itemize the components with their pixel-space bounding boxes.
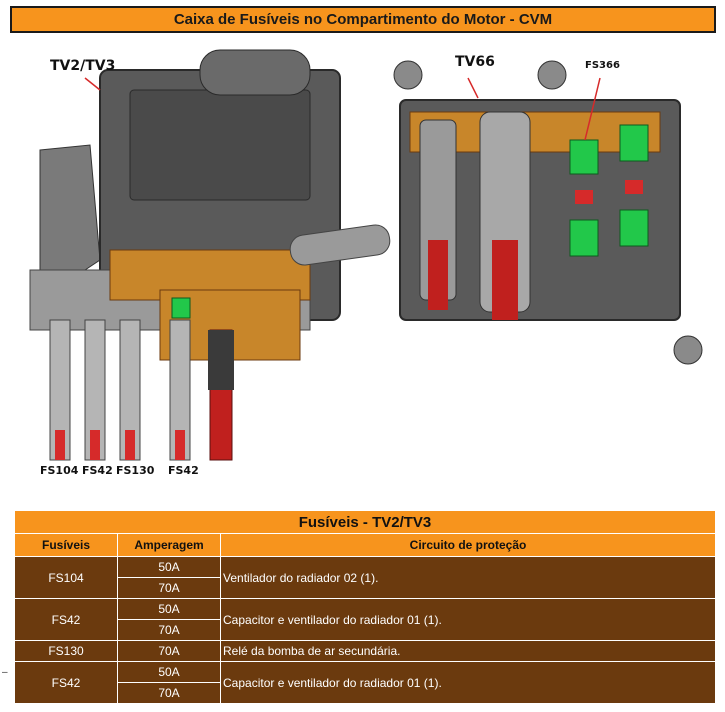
page-title: Caixa de Fusíveis no Compartimento do Mo… (173, 11, 553, 28)
fuse-box-illustration (29, 49, 703, 461)
table-row: 70A (15, 682, 716, 704)
fuse-label-fs130: FS130 (116, 464, 155, 477)
fuse-label-fs42-2: FS42 (168, 464, 199, 477)
cell-fuse: FS42 (14, 598, 118, 641)
cell-circuit: Relé da bomba de ar secundária. (220, 640, 716, 662)
cell-amps: 70A (117, 640, 221, 662)
fuse-label-fs104: FS104 (40, 464, 79, 477)
cell-circuit: Capacitor e ventilador do radiador 01 (1… (220, 598, 716, 641)
cell-circuit: Capacitor e ventilador do radiador 01 (1… (220, 661, 716, 704)
bottom-fuses (49, 319, 191, 461)
cell-fuse: FS104 (14, 556, 118, 599)
table-row: FS42 50A Capacitor e ventilador do radia… (14, 598, 716, 641)
left-margin-dash: – (2, 667, 8, 678)
table-caption: Fusíveis - TV2/TV3 (14, 510, 716, 534)
right-box-label: TV66 (455, 54, 495, 70)
cell-amps: 50A (117, 598, 221, 620)
header-circuit: Circuito de proteção (220, 533, 716, 557)
fuse-table: Fusíveis - TV2/TV3 Fusíveis Amperagem Ci… (14, 510, 716, 704)
table-row: FS42 50A Capacitor e ventilador do radia… (14, 661, 716, 704)
header-fuses: Fusíveis (14, 533, 118, 557)
table-row: FS130 70A Relé da bomba de ar secundária… (14, 640, 716, 662)
fuse-box-diagram: TV2/TV3 TV66 FS366 FS104 FS42 FS130 FS42 (0, 40, 725, 490)
page-title-bar: Caixa de Fusíveis no Compartimento do Mo… (10, 6, 716, 33)
cell-circuit: Ventilador do radiador 02 (1). (220, 556, 716, 599)
cell-amps: 50A (117, 556, 221, 578)
left-box-label: TV2/TV3 (50, 58, 116, 74)
left-fuse-box (29, 49, 391, 461)
cell-amps: 70A (117, 577, 221, 599)
cell-amps: 70A (117, 682, 221, 704)
cell-fuse: FS130 (14, 640, 118, 662)
header-amperage: Amperagem (117, 533, 221, 557)
cell-fuse: FS42 (14, 661, 118, 704)
cell-amps: 70A (117, 619, 221, 641)
table-row: 70A (15, 619, 716, 641)
cell-amps: 50A (117, 661, 221, 683)
table-row: FS104 50A Ventilador do radiador 02 (1). (14, 556, 716, 599)
right-fuse-box (393, 60, 703, 365)
fuse-label-fs42: FS42 (82, 464, 113, 477)
right-fuse-label: FS366 (585, 60, 620, 71)
